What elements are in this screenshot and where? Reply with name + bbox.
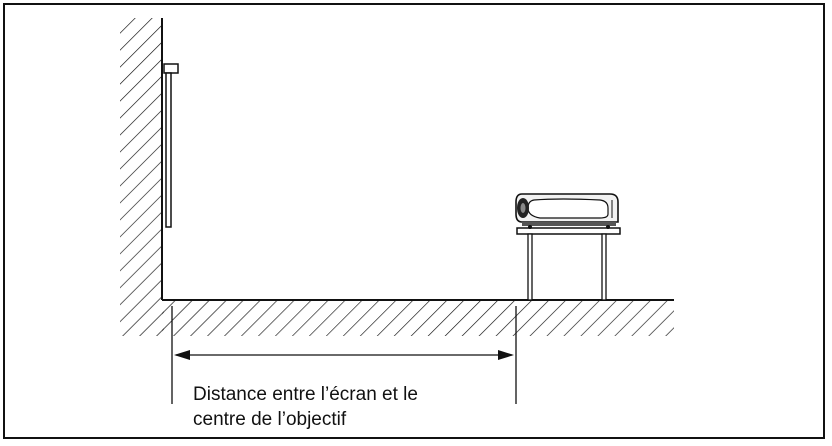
- floor-hatching: [162, 300, 674, 336]
- screen-surface: [165, 72, 172, 228]
- projector-lens-glass: [520, 203, 526, 213]
- screen-housing: [163, 63, 179, 74]
- caption-line-1: Distance entre l’écran et le: [193, 384, 418, 405]
- table-leg-left: [527, 233, 533, 301]
- corner-hatching: [120, 300, 164, 336]
- distance-dimension: [171, 306, 517, 404]
- floor: [120, 299, 674, 336]
- table: [516, 227, 621, 301]
- wall: [120, 18, 163, 300]
- projector-foot-rear: [606, 225, 610, 229]
- table-top: [516, 227, 621, 235]
- table-leg-right: [601, 233, 607, 301]
- projector-foot-front: [528, 225, 532, 229]
- caption-line-2: centre de l’objectif: [193, 409, 347, 430]
- arrowhead-left: [174, 350, 190, 360]
- distance-caption: Distance entre l’écran et le centre de l…: [193, 382, 523, 432]
- projector: [515, 193, 619, 229]
- arrowhead-right: [498, 350, 514, 360]
- screen: [163, 63, 179, 228]
- wall-hatching: [120, 18, 162, 300]
- projector-base: [522, 222, 616, 226]
- projector-top-panel: [527, 198, 609, 219]
